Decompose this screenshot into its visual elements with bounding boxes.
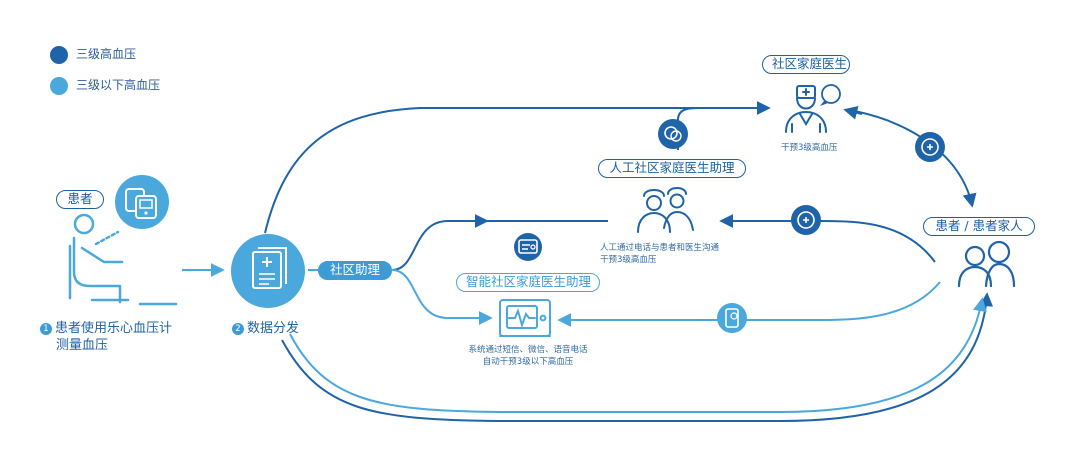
patient-seated-icon: [68, 213, 178, 306]
mobile-phone-icon: [717, 303, 747, 333]
phone-icon: [915, 132, 945, 162]
patient-step-line1: 患者使用乐心血压计: [55, 321, 173, 336]
arrow-hub-to-family-bottom-inner: [289, 297, 987, 413]
smart-assistant-note: 系统通过短信、微信、语音电话 自动干预3级以下高血压: [456, 344, 600, 368]
patient-tag: 患者: [56, 190, 104, 209]
community-assistant-pill: 社区助理: [318, 261, 392, 280]
two-doctors-icon: [637, 187, 694, 233]
legend-label-below-level3: 三级以下高血压: [76, 78, 161, 92]
hub-step-text: 数据分发: [247, 321, 300, 336]
arrow-family-to-smart: [557, 281, 941, 327]
smart-assistant-note-line1: 系统通过短信、微信、语音电话: [468, 345, 588, 355]
arrow-doctor-to-family: [847, 109, 977, 208]
human-assistant-note-line1: 人工通过电话与患者和医生沟通: [600, 243, 720, 253]
chat-bubble-icon: [658, 119, 688, 149]
patient-family-title: 患者 / 患者家人: [923, 217, 1035, 236]
arrow-family-to-human: [719, 214, 936, 263]
human-assistant-note: 人工通过电话与患者和医生沟通 干预3级高血压: [600, 242, 719, 266]
family-doctor-note: 干预3级高血压: [781, 143, 838, 153]
family-doctor-title: 社区家庭医生: [762, 55, 850, 74]
doctor-icon: [785, 85, 827, 133]
monitor-screen-icon: [499, 299, 551, 337]
arrow-hub-to-family-doctor: [264, 101, 771, 234]
human-assistant-note-line2: 干预3级高血压: [600, 255, 657, 265]
document-icon: [231, 234, 305, 308]
legend-label-level3: 三级高血压: [76, 47, 137, 61]
arrow-family-to-doctor-head: [843, 105, 863, 120]
arrow-community-to-smart: [391, 269, 493, 325]
speech-bubble-icon: [820, 84, 841, 106]
arrow-community-to-human: [391, 214, 489, 271]
smart-assistant-note-line2: 自动干预3级以下高血压: [482, 357, 574, 367]
family-icon: [957, 240, 1016, 288]
step-2-badge: 2: [232, 323, 244, 335]
blood-pressure-monitor-icon: [115, 175, 169, 229]
arrow-hub-to-family-bottom-outer: [281, 292, 994, 422]
card-icon: [514, 233, 542, 261]
smart-assistant-title: 智能社区家庭医生助理: [456, 273, 600, 292]
legend-dot-below-level3: [50, 77, 68, 95]
legend-dot-level3: [50, 46, 68, 64]
human-assistant-title: 人工社区家庭医生助理: [598, 159, 746, 178]
phone-icon-2: [791, 205, 821, 235]
step-1-badge: 1: [40, 323, 52, 335]
patient-step-line2: 测量血压: [56, 338, 109, 353]
